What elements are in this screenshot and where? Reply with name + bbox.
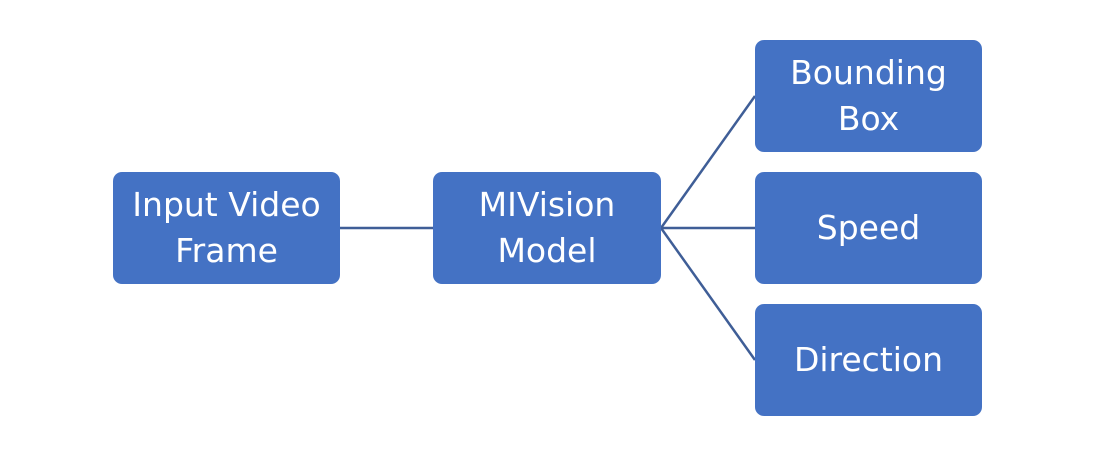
node-mivision-model: MIVision Model — [433, 172, 661, 284]
connector-model-to-direction — [659, 227, 757, 361]
node-speed: Speed — [755, 172, 982, 284]
node-bounding-box: Bounding Box — [755, 40, 982, 152]
connector-model-to-bounding-box — [659, 95, 757, 229]
node-input-video-frame: Input Video Frame — [113, 172, 340, 284]
node-direction: Direction — [755, 304, 982, 416]
node-label: Speed — [816, 208, 921, 247]
node-label: MIVision Model — [478, 185, 616, 270]
node-label: Bounding Box — [790, 53, 947, 138]
node-label: Input Video Frame — [132, 185, 321, 270]
node-label: Direction — [793, 340, 944, 379]
